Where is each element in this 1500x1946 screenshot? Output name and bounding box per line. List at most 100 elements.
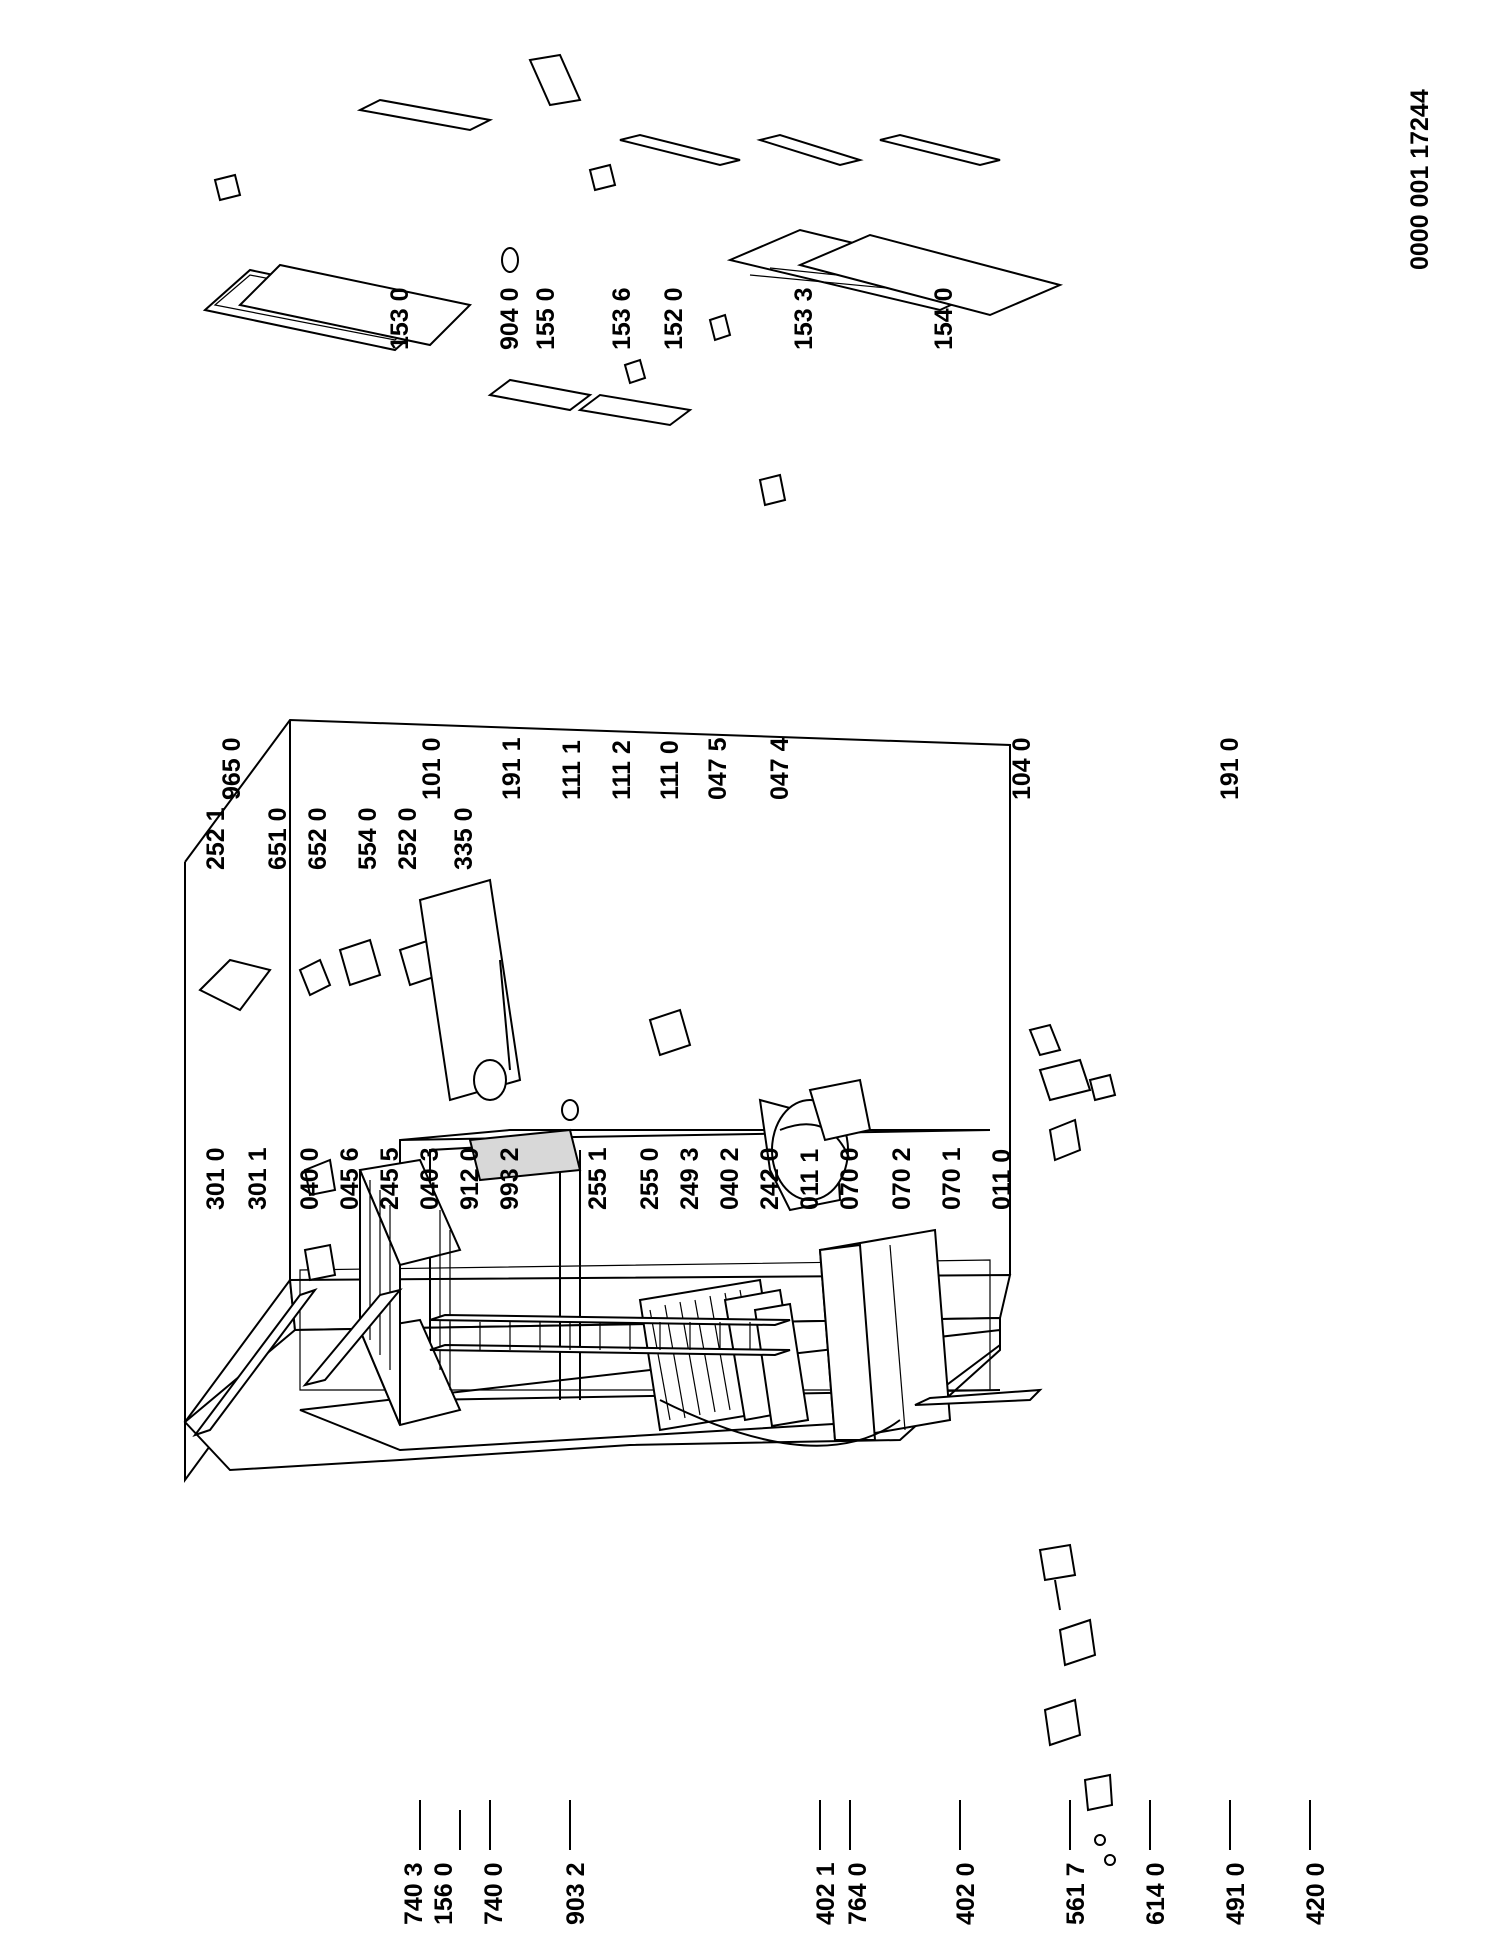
label-764-0: 764 0 [844,1862,872,1925]
label-651-0: 651 0 [264,807,292,870]
label-491-0: 491 0 [1222,1862,1250,1925]
label-614-0: 614 0 [1142,1862,1170,1925]
label-191-1: 191 1 [498,737,526,800]
top-strip [192,1288,318,1437]
small-part [1094,1834,1106,1846]
door-button [213,173,242,202]
label-153-3: 153 3 [790,287,818,350]
egg-tray [528,53,582,107]
label-070-0: 070 0 [836,1147,864,1210]
label-740-0: 740 0 [480,1862,508,1925]
label-111-0: 111 0 [656,740,684,800]
label-993-2: 993 2 [496,1147,524,1210]
crisper-drawer [818,1228,952,1442]
label-191-0: 191 0 [1216,737,1244,800]
freezer-door-gasket [237,263,473,347]
shelf-trim [753,1302,810,1428]
front-foot [1088,1073,1117,1102]
drain-plug [561,1099,579,1121]
door-handle-lower [577,393,693,427]
label-047-5: 047 5 [704,737,732,800]
label-912-0: 912 0 [456,1147,484,1210]
refrigerator-cabinet [183,718,1117,1484]
trim-strip [302,1288,403,1387]
bottle-shelf [356,98,494,132]
label-153-6: 153 6 [608,287,636,350]
label-045-6: 045 6 [336,1147,364,1210]
control-housing [418,878,522,1102]
label-255-1: 255 1 [584,1147,612,1210]
hinge-cover [708,313,732,342]
label-040-3: 040 3 [416,1147,444,1210]
label-740-3: 740 3 [400,1862,428,1925]
hinge [648,1008,692,1057]
label-152-0: 152 0 [660,287,688,350]
label-965-0: 965 0 [218,737,246,800]
door-shelves [356,53,1001,273]
capacitor [1083,1773,1114,1812]
label-255-0: 255 0 [636,1147,664,1210]
label-011-1: 011 1 [796,1149,824,1210]
label-111-1: 111 1 [558,740,586,800]
label-040-0: 040 0 [296,1147,324,1210]
thermal-protector [1043,1698,1082,1747]
label-070-2: 070 2 [888,1147,916,1210]
label-402-0: 402 0 [952,1862,980,1925]
label-420-0: 420 0 [1302,1862,1330,1925]
label-301-1: 301 1 [244,1147,272,1210]
label-242-0: 242 0 [756,1147,784,1210]
door-rail [914,1388,1043,1406]
loose-electrical-parts [1038,1543,1116,1866]
door-stop [758,473,787,507]
label-252-0: 252 0 [394,807,422,870]
label-561-7: 561 7 [1062,1862,1090,1925]
butter-knob [501,247,519,273]
label-301-0: 301 0 [202,1147,230,1210]
lamp-holder [338,938,382,987]
label-047-4: 047 4 [766,737,794,800]
bushing [303,1158,337,1197]
thermostat-light-assembly [198,878,522,1102]
label-101-0: 101 0 [418,737,446,800]
label-245-5: 245 5 [376,1147,404,1210]
label-335-0: 335 0 [450,807,478,870]
label-554-0: 554 0 [354,807,382,870]
door-shelf-bottom [879,133,1001,167]
label-154-0: 154 0 [930,287,958,350]
control-knob [473,1059,507,1101]
shelf-divider [588,163,617,192]
relay [1038,1543,1077,1582]
condenser-grid [429,1313,791,1357]
label-252-1: 252 1 [202,807,230,870]
label-040-2: 040 2 [716,1147,744,1210]
door-shelf-middle [756,133,864,167]
label-156-0: 156 0 [430,1862,458,1925]
label-153-0: 153 0 [386,287,414,350]
lamp [298,958,332,997]
handle-cap [623,358,647,385]
label-070-1: 070 1 [938,1147,966,1210]
start-device [1058,1618,1097,1667]
label-249-3: 249 3 [676,1147,704,1210]
cover-plate [1048,1118,1082,1162]
label-155-0: 155 0 [532,287,560,350]
fridge-door-gasket [796,233,1064,317]
label-402-1: 402 1 [812,1862,840,1925]
hinge-bracket [303,1243,337,1282]
document-id: 0000 001 17244 [1406,89,1434,270]
adjustable-foot [1028,1023,1062,1057]
ice-tray [468,1128,582,1182]
label-111-2: 111 2 [608,740,636,800]
label-652-0: 652 0 [304,807,332,870]
label-011-0: 011 0 [988,1149,1016,1210]
leader-lines [419,1800,1311,1850]
door-assembly [202,173,1064,507]
door-handle-upper [487,378,593,412]
label-904-0: 904 0 [496,287,524,350]
compressor-area [659,1078,901,1447]
part-labels: 740 3 156 0 740 0 903 2 402 1 764 0 402 … [202,89,1434,1925]
light-housing [198,958,272,1012]
label-104-0: 104 0 [1008,737,1036,800]
